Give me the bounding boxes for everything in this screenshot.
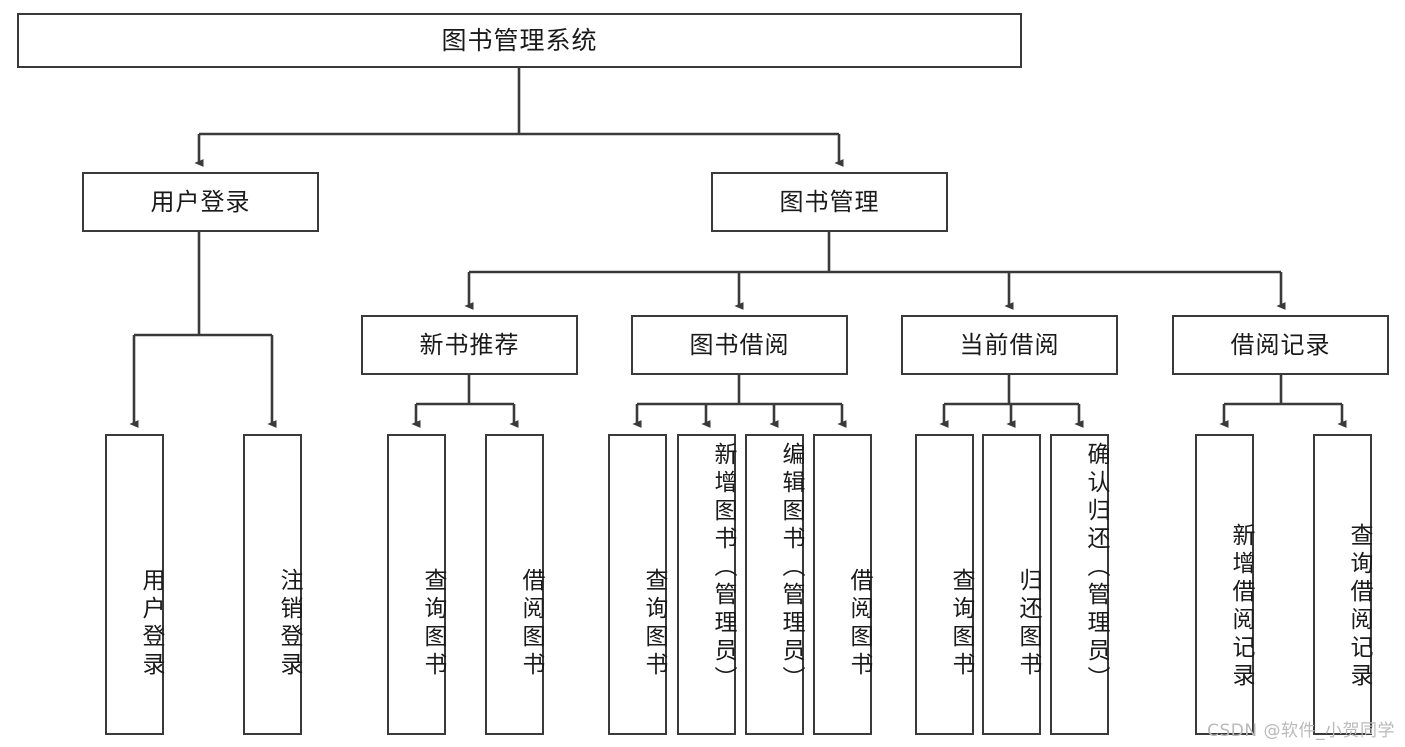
leaf-add-book-admin[interactable]: 新增图书（管理员） — [677, 434, 736, 735]
node-label: 归还图书 — [1015, 567, 1041, 680]
leaf-return-book[interactable]: 归还图书 — [982, 434, 1041, 735]
node-label: 用户登录 — [150, 187, 251, 216]
node-borrow-record[interactable]: 借阅记录 — [1172, 315, 1389, 375]
node-label: 查询图书 — [641, 567, 667, 680]
leaf-user-login[interactable]: 用户登录 — [105, 434, 164, 735]
node-current-borrow[interactable]: 当前借阅 — [901, 315, 1118, 375]
leaf-edit-book-admin[interactable]: 编辑图书（管理员） — [745, 434, 804, 735]
node-label: 确认归还（管理员） — [1083, 442, 1109, 694]
leaf-query-book-borrow[interactable]: 查询图书 — [608, 434, 667, 735]
node-label: 当前借阅 — [959, 330, 1060, 359]
node-label: 编辑图书（管理员） — [778, 442, 804, 694]
node-new-book-recommend[interactable]: 新书推荐 — [361, 315, 578, 375]
leaf-borrow-book[interactable]: 借阅图书 — [813, 434, 872, 735]
node-book-borrow[interactable]: 图书借阅 — [631, 315, 848, 375]
node-book-management[interactable]: 图书管理 — [711, 172, 948, 232]
csdn-watermark: CSDN @软件_小贺同学 — [1207, 721, 1395, 741]
node-label: 图书借阅 — [689, 330, 790, 359]
leaf-borrow-book-recommend[interactable]: 借阅图书 — [485, 434, 544, 735]
leaf-confirm-return-admin[interactable]: 确认归还（管理员） — [1050, 434, 1109, 735]
node-label: 图书管理 — [779, 187, 880, 216]
node-label: 用户登录 — [138, 567, 164, 680]
node-root-book-management-system[interactable]: 图书管理系统 — [17, 13, 1022, 68]
node-user-login[interactable]: 用户登录 — [82, 172, 319, 232]
node-label: 图书管理系统 — [441, 25, 598, 55]
leaf-query-book-recommend[interactable]: 查询图书 — [387, 434, 446, 735]
node-label: 查询图书 — [948, 567, 974, 680]
node-label: 新书推荐 — [419, 330, 520, 359]
leaf-query-book-current[interactable]: 查询图书 — [915, 434, 974, 735]
node-label: 借阅图书 — [846, 567, 872, 680]
node-label: 借阅记录 — [1230, 330, 1331, 359]
node-label: 注销登录 — [276, 567, 302, 680]
leaf-query-borrow-record[interactable]: 查询借阅记录 — [1313, 434, 1372, 735]
node-label: 查询图书 — [420, 567, 446, 680]
node-label: 查询借阅记录 — [1346, 522, 1372, 691]
leaf-logout-login[interactable]: 注销登录 — [243, 434, 302, 735]
leaf-add-borrow-record[interactable]: 新增借阅记录 — [1195, 434, 1254, 735]
node-label: 新增图书（管理员） — [710, 442, 736, 694]
node-label: 借阅图书 — [518, 567, 544, 680]
node-label: 新增借阅记录 — [1228, 522, 1254, 691]
